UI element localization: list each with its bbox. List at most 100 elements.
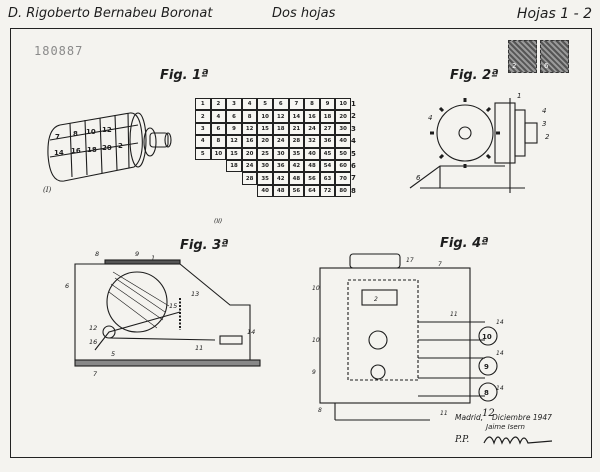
table-cell: 70 [335, 172, 351, 185]
svg-text:5: 5 [111, 350, 115, 358]
svg-text:15: 15 [169, 302, 177, 310]
signature-agent: Jaime Isern [486, 423, 525, 431]
drum-number: 14 [54, 149, 64, 157]
svg-text:4: 4 [428, 114, 432, 122]
svg-text:14: 14 [496, 350, 504, 357]
table-cell: 3 [195, 122, 211, 136]
table-cell: 6 [210, 122, 227, 136]
table-cell: 35 [257, 172, 273, 185]
table-cell: 30 [272, 147, 289, 160]
table-cell: 24 [272, 135, 289, 148]
table-side-number: 5 [351, 149, 356, 158]
table-cell: 45 [319, 147, 336, 160]
table-cell [195, 160, 211, 172]
sheet-number: Hojas 1 - 2 [516, 6, 592, 22]
table-cell: 40 [304, 147, 320, 160]
table-cell: 30 [257, 159, 273, 173]
svg-text:11: 11 [450, 311, 458, 318]
dial-value: 9 [484, 363, 489, 371]
table-cell: 64 [304, 184, 320, 198]
table-side-number: 8 [351, 186, 356, 195]
drawing-frame [10, 28, 592, 458]
table-cell: 25 [257, 147, 273, 160]
table-cell: 21 [288, 122, 305, 136]
table-cell [226, 172, 242, 184]
table-cell: 5 [195, 147, 211, 160]
table-cell: 56 [288, 184, 305, 198]
table-cell: 4 [195, 135, 211, 148]
table-cell: 27 [319, 122, 336, 136]
table-cell: 15 [257, 122, 273, 136]
signature-date: Diciembre 1947 [492, 413, 552, 422]
table-cell: 40 [257, 184, 273, 198]
drum-number: 16 [71, 147, 81, 155]
table-cell: 42 [288, 159, 305, 173]
svg-text:7: 7 [93, 370, 98, 378]
fig3-label: Fig. 3ª [180, 238, 229, 253]
dial-value: 8 [484, 389, 489, 397]
table-cell: 16 [304, 110, 320, 123]
svg-text:2: 2 [545, 133, 550, 141]
table-side-number: 7 [351, 174, 356, 183]
archive-number: 180887 [34, 44, 84, 58]
signature-pp: P.P. [455, 435, 470, 445]
table-cell: 80 [335, 184, 351, 198]
signature-place: Madrid, [455, 413, 484, 422]
table-cell: 20 [335, 110, 351, 123]
table-cell: 42 [272, 172, 289, 185]
table-cell: 63 [319, 172, 336, 185]
stamp-2: 6 [540, 40, 569, 73]
fig1-label: Fig. 1ª [160, 68, 209, 83]
svg-text:6: 6 [65, 282, 69, 290]
table-side-number: 4 [351, 137, 356, 146]
svg-text:8: 8 [95, 250, 99, 258]
drum-number: 8 [73, 130, 78, 138]
table-cell: 18 [319, 110, 336, 123]
svg-text:11: 11 [195, 344, 203, 352]
table-cell: 48 [304, 159, 320, 173]
drum-number: 12 [102, 126, 112, 134]
svg-text:10: 10 [312, 337, 320, 344]
table-cell: 36 [319, 135, 336, 148]
svg-text:3: 3 [542, 120, 546, 128]
drum-number: 18 [87, 146, 97, 154]
svg-text:4: 4 [542, 107, 546, 115]
drum-number: 2 [118, 142, 123, 150]
dial-value: 10 [482, 333, 492, 341]
table-cell: 9 [226, 122, 242, 136]
svg-text:6: 6 [416, 174, 421, 182]
fig4-label: Fig. 4ª [440, 236, 489, 251]
svg-text:10: 10 [312, 285, 320, 292]
table-cell: 10 [210, 147, 227, 160]
table-cell: 48 [288, 172, 305, 185]
table-label: (II) [214, 218, 223, 225]
table-cell: 1 [195, 98, 211, 111]
table-cell [211, 172, 227, 184]
table-cell: 18 [226, 159, 242, 173]
table-cell: 48 [272, 184, 289, 198]
inventor-name: D. Rigoberto Bernabeu Boronat [8, 6, 213, 21]
svg-text:1: 1 [517, 92, 521, 100]
table-cell: 2 [210, 98, 227, 111]
svg-text:8: 8 [318, 407, 322, 414]
table-cell: 4 [210, 110, 227, 123]
svg-text:1: 1 [151, 254, 155, 262]
svg-text:17: 17 [406, 257, 414, 264]
table-cell: 6 [272, 98, 289, 111]
signature-day: 12 [482, 408, 495, 419]
table-cell: 10 [257, 110, 273, 123]
table-cell: 24 [241, 159, 258, 173]
table-cell: 10 [335, 98, 351, 111]
table-cell: 35 [288, 147, 305, 160]
table-cell: 9 [319, 98, 336, 111]
table-cell [226, 185, 242, 197]
svg-text:16: 16 [89, 338, 97, 346]
table-cell: 32 [304, 135, 320, 148]
table-cell: 15 [226, 147, 242, 160]
table-cell: 40 [335, 135, 351, 148]
table-side-number: 2 [351, 112, 356, 121]
svg-text:9: 9 [135, 250, 139, 258]
drum-number: 20 [102, 144, 112, 152]
table-cell [211, 160, 227, 172]
